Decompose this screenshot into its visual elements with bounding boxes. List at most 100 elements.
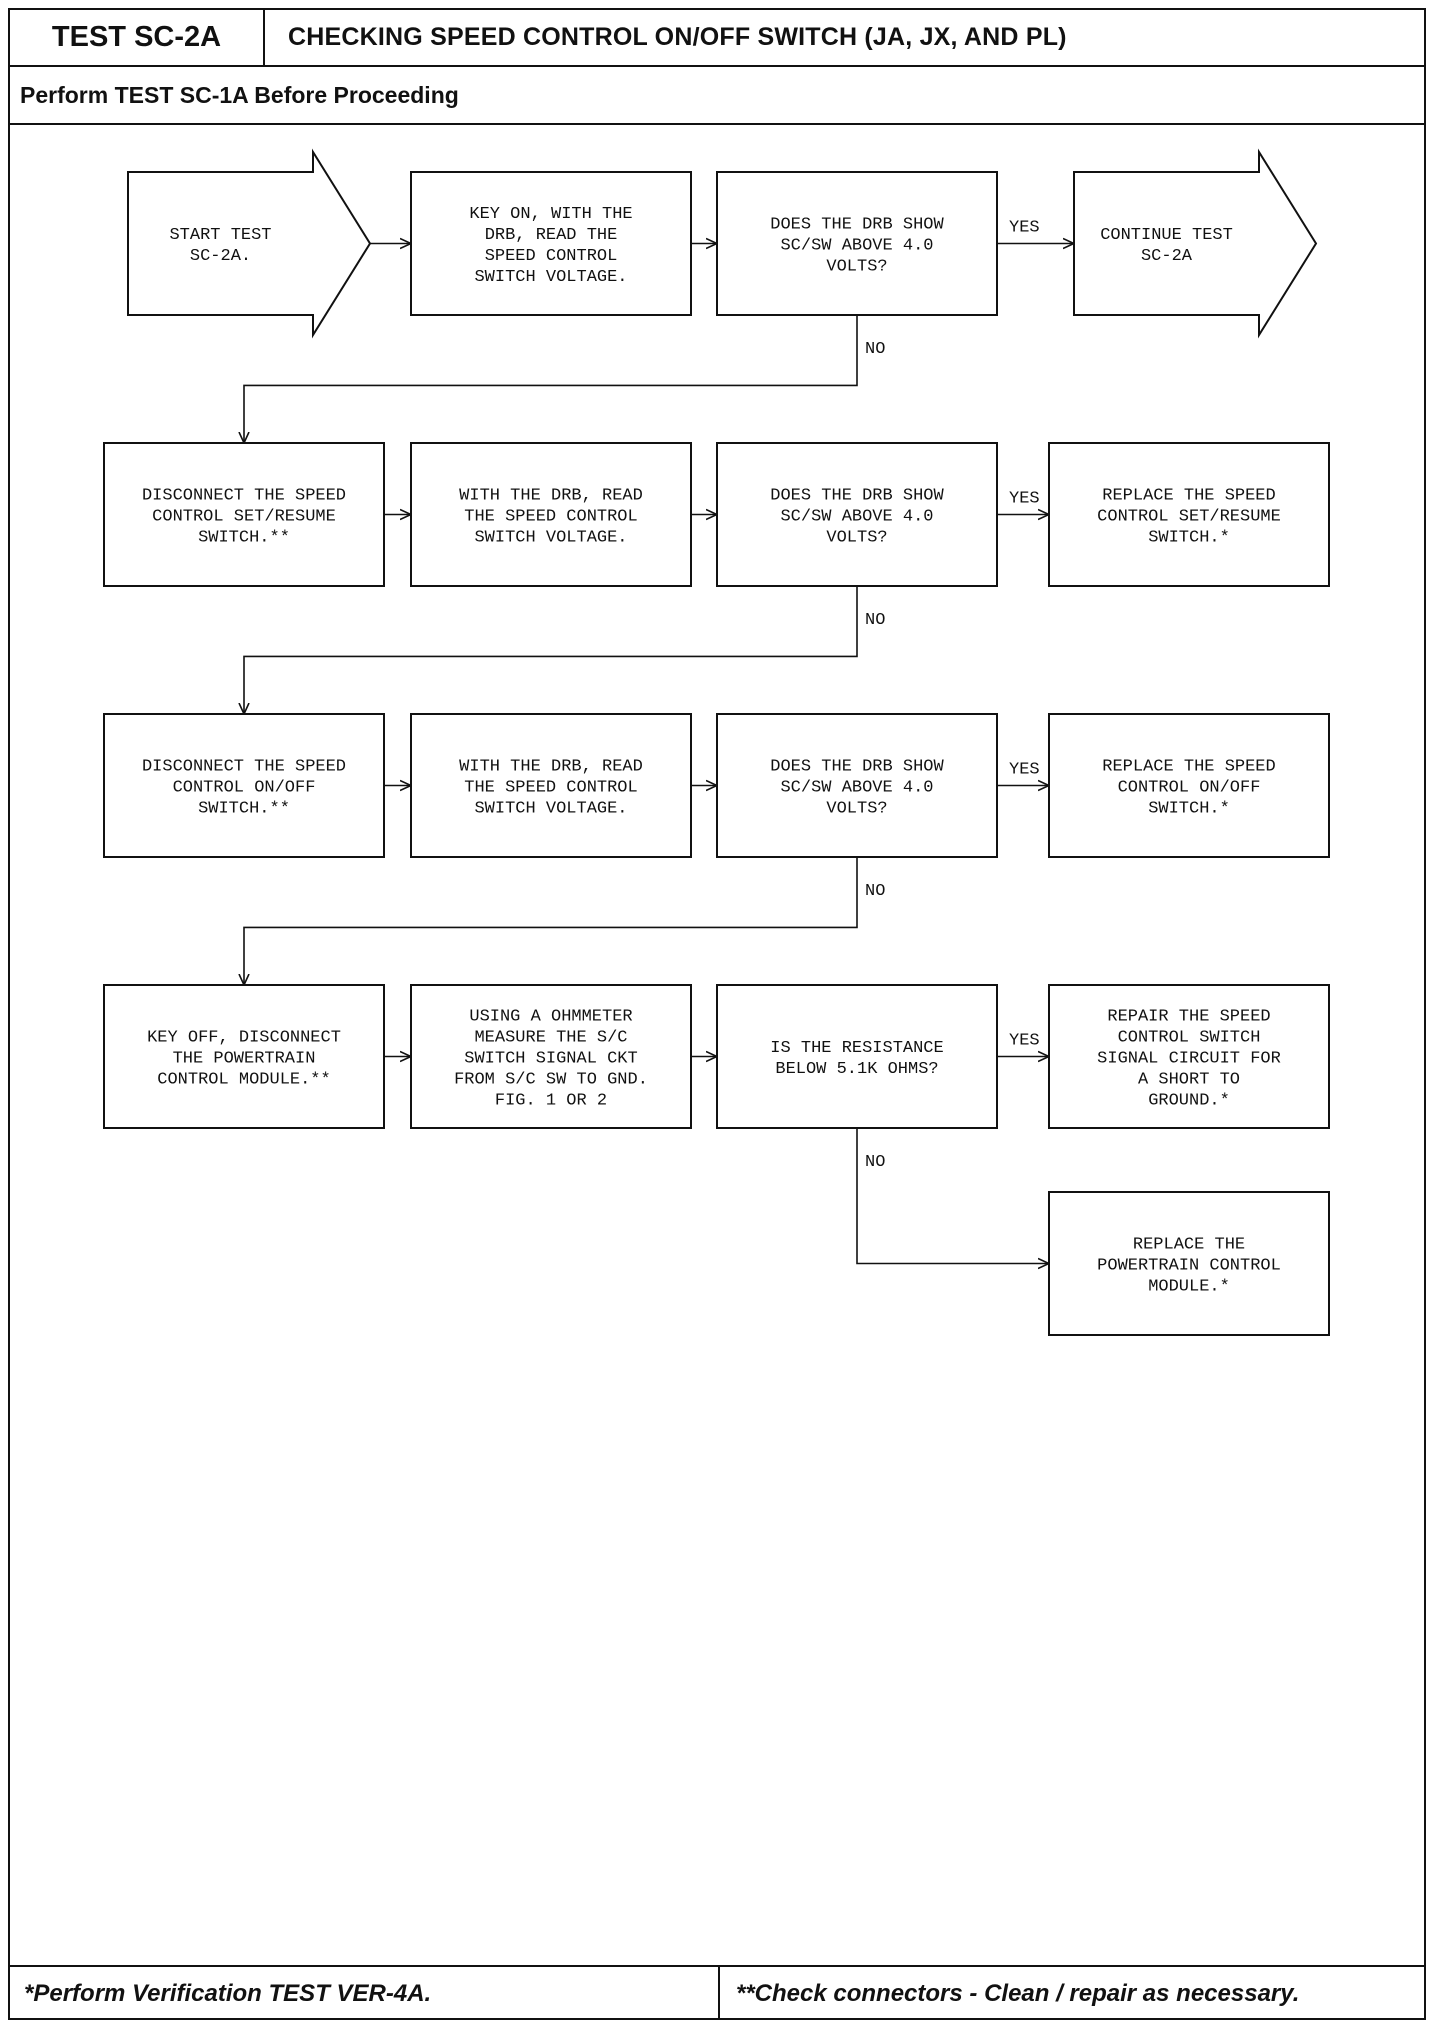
flow-node-text: KEY ON, WITH THE — [469, 205, 632, 224]
flow-node-text: CONTROL ON/OFF — [173, 779, 316, 798]
flow-node-text: SWITCH VOLTAGE. — [474, 529, 627, 548]
flow-node-r1: REPLACE THE SPEED CONTROL SET/RESUME SWITC… — [1048, 442, 1330, 587]
flow-node-text: DOES THE DRB SHOW — [770, 216, 944, 235]
flow-node-n5: WITH THE DRB, READ THE SPEED CONTROL SWITC… — [410, 713, 692, 858]
flow-node-n7: USING A OHMMETER MEASURE THE S/C SWITCH SI… — [410, 984, 692, 1129]
flow-edge-label: YES — [1009, 219, 1040, 238]
flow-node-text: CONTROL SET/RESUME — [152, 508, 336, 527]
flow-node-text: CONTROL MODULE.** — [157, 1071, 330, 1090]
flow-edge-label: YES — [1009, 1032, 1040, 1051]
flow-node-text: START TEST — [169, 226, 271, 245]
flow-node-text: THE SPEED CONTROL — [464, 779, 637, 798]
flow-box-n4 — [103, 713, 385, 858]
flow-node-start: START TEST SC-2A. — [127, 148, 372, 339]
flow-edge-label: YES — [1009, 490, 1040, 509]
flow-node-text: SWITCH.** — [198, 800, 290, 819]
flow-node-text: A SHORT TO — [1138, 1071, 1240, 1090]
flow-node-text: FIG. 1 OR 2 — [495, 1092, 607, 1111]
flow-node-text: DRB, READ THE — [485, 226, 618, 245]
flow-node-text: THE POWERTRAIN — [173, 1050, 316, 1069]
flow-node-text: SC-2A — [1141, 247, 1193, 266]
flow-box-q3 — [716, 713, 998, 858]
flow-node-text: MEASURE THE S/C — [474, 1029, 627, 1048]
flow-box-q2 — [716, 442, 998, 587]
flow-node-text: WITH THE DRB, READ — [459, 487, 643, 506]
flow-node-text: IS THE RESISTANCE — [770, 1039, 943, 1058]
flow-box-n7 — [410, 984, 692, 1129]
flow-node-text: KEY OFF, DISCONNECT — [147, 1029, 341, 1048]
flow-node-text: WITH THE DRB, READ — [459, 758, 643, 777]
flow-node-text: DISCONNECT THE SPEED — [142, 758, 346, 777]
flow-node-text: DISCONNECT THE SPEED — [142, 487, 346, 506]
flow-node-text: POWERTRAIN CONTROL — [1097, 1257, 1281, 1276]
footer-verification-note: *Perform Verification TEST VER-4A. — [24, 1979, 432, 2007]
flow-box-r4 — [1048, 1191, 1330, 1336]
flow-node-text: THE SPEED CONTROL — [464, 508, 637, 527]
flow-node-text: SWITCH SIGNAL CKT — [464, 1050, 637, 1069]
flow-box-n5 — [410, 713, 692, 858]
flow-node-text: REPLACE THE — [1133, 1236, 1245, 1255]
flow-edge-q3-n6 — [244, 857, 858, 985]
flow-node-text: FROM S/C SW TO GND. — [454, 1071, 648, 1090]
flow-box-n3 — [410, 442, 692, 587]
flow-node-text: CONTROL SET/RESUME — [1097, 508, 1281, 527]
flow-box-n6 — [103, 984, 385, 1129]
flow-node-text: CONTINUE TEST — [1100, 226, 1233, 245]
flow-arrow-shape-cont — [1073, 148, 1318, 339]
flow-node-text: SC-2A. — [190, 247, 251, 266]
flow-node-text: MODULE.* — [1148, 1278, 1230, 1297]
flow-edge-label: NO — [865, 882, 885, 901]
flow-edge-q2-n4 — [244, 586, 858, 714]
flow-node-n6: KEY OFF, DISCONNECT THE POWERTRAIN CONTROL… — [103, 984, 385, 1129]
prerequisite-note: Perform TEST SC-1A Before Proceeding — [20, 81, 459, 108]
flow-edge-q1-n2 — [244, 315, 858, 443]
flow-edge-q4-r4 — [856, 1128, 1049, 1264]
flow-node-n1: KEY ON, WITH THE DRB, READ THE SPEED CONTR… — [410, 171, 692, 316]
flow-node-text: SC/SW ABOVE 4.0 — [780, 779, 933, 798]
test-id: TEST SC-2A — [10, 10, 265, 65]
footer-connector-note: **Check connectors - Clean / repair as n… — [736, 1979, 1300, 2007]
flow-box-q1 — [716, 171, 998, 316]
flow-node-text: REPAIR THE SPEED — [1107, 1008, 1270, 1027]
flow-node-text: SWITCH VOLTAGE. — [474, 800, 627, 819]
test-title: CHECKING SPEED CONTROL ON/OFF SWITCH (JA… — [288, 23, 1067, 51]
flow-node-text: CONTROL SWITCH — [1118, 1029, 1261, 1048]
flow-box-r3 — [1048, 984, 1330, 1129]
flow-node-text: SC/SW ABOVE 4.0 — [780, 508, 933, 527]
flow-box-q4 — [716, 984, 998, 1129]
footer-divider — [718, 1967, 720, 2020]
flow-node-text: SC/SW ABOVE 4.0 — [780, 237, 933, 256]
prerequisite-bar: Perform TEST SC-1A Before Proceeding — [10, 67, 1424, 125]
flow-arrow-shape-start — [127, 148, 372, 339]
flow-edge-label: YES — [1009, 761, 1040, 780]
flow-box-n1 — [410, 171, 692, 316]
flow-edge-label: NO — [865, 1153, 885, 1172]
header-bar: TEST SC-2A CHECKING SPEED CONTROL ON/OFF… — [10, 10, 1424, 67]
flow-node-text: VOLTS? — [826, 529, 887, 548]
flow-node-text: SWITCH.* — [1148, 529, 1230, 548]
flow-node-text: DOES THE DRB SHOW — [770, 487, 944, 506]
flow-box-n2 — [103, 442, 385, 587]
flow-edge-label: NO — [865, 611, 885, 630]
flow-node-text: SIGNAL CIRCUIT FOR — [1097, 1050, 1281, 1069]
flow-node-text: REPLACE THE SPEED — [1102, 487, 1275, 506]
flow-node-text: BELOW 5.1K OHMS? — [775, 1060, 938, 1079]
flow-node-text: USING A OHMMETER — [469, 1008, 632, 1027]
flow-node-cont: CONTINUE TEST SC-2A — [1073, 148, 1318, 339]
flow-node-n4: DISCONNECT THE SPEED CONTROL ON/OFF SWITCH… — [103, 713, 385, 858]
flow-node-text: DOES THE DRB SHOW — [770, 758, 944, 777]
flow-box-r1 — [1048, 442, 1330, 587]
flow-node-text: SWITCH VOLTAGE. — [474, 268, 627, 287]
flow-node-text: REPLACE THE SPEED — [1102, 758, 1275, 777]
flow-node-text: GROUND.* — [1148, 1092, 1230, 1111]
flow-box-r2 — [1048, 713, 1330, 858]
flow-node-text: VOLTS? — [826, 258, 887, 277]
flow-node-text: VOLTS? — [826, 800, 887, 819]
flow-node-text: SPEED CONTROL — [485, 247, 618, 266]
flow-edge-label: NO — [865, 340, 885, 359]
flow-node-q4: IS THE RESISTANCE BELOW 5.1K OHMS? — [716, 984, 998, 1129]
